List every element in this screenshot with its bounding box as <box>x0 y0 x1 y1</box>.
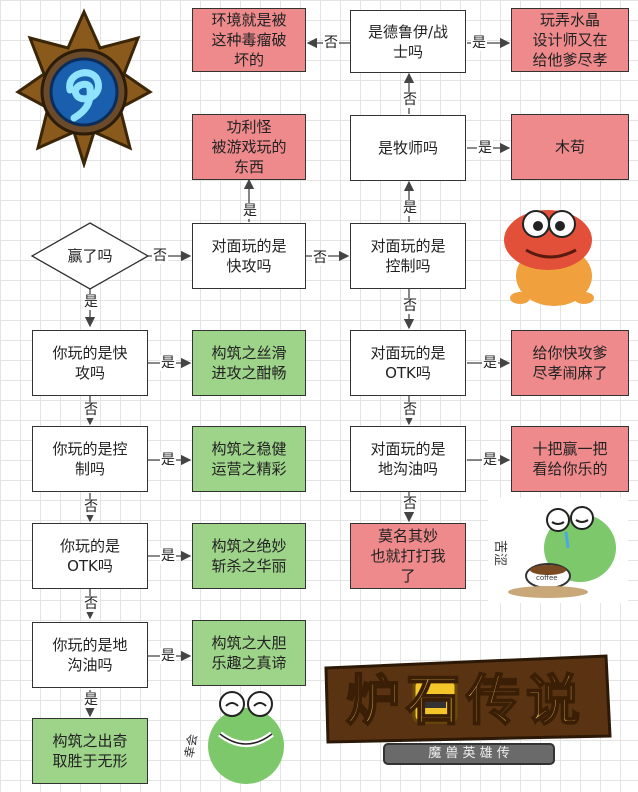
edge-label-no: 否 <box>83 499 99 515</box>
edge-label-no: 否 <box>323 35 339 51</box>
edge-label-no: 否 <box>83 402 99 418</box>
edge-label-yes: 是 <box>160 548 176 564</box>
node-you-oil: 你玩的是地 沟油吗 <box>32 622 148 688</box>
node-you-aggro: 你玩的是快 攻吗 <box>32 330 148 396</box>
edge-label-no: 否 <box>402 496 418 512</box>
edge-label-yes: 是 <box>471 35 487 51</box>
node-you-control: 你玩的是控 制吗 <box>32 426 148 492</box>
node-opp-aggro: 对面玩的是 快攻吗 <box>192 223 306 289</box>
node-baffled: 莫名其妙 也就打打我 了 <box>350 523 466 589</box>
edge-label-no: 否 <box>312 250 328 266</box>
edge-label-yes: 是 <box>482 452 498 468</box>
edge-label-yes: 是 <box>83 692 99 708</box>
edge-label-no: 否 <box>402 92 418 108</box>
edge-label-no: 否 <box>152 248 168 264</box>
node-priest: 是牧师吗 <box>350 115 466 181</box>
node-env: 环境就是被 这种毒瘤破 坏的 <box>192 8 306 72</box>
node-build-aggro: 构筑之丝滑 进攻之酣畅 <box>192 330 306 396</box>
logo-subtitle: 魔 兽 英 雄 传 <box>428 746 510 761</box>
xinhui-text: 幸会 <box>182 733 200 759</box>
node-opp-otk: 对面玩的是 OTK吗 <box>350 330 466 396</box>
hearthstone-logo: 炉石传说 魔 兽 英 雄 传 <box>318 650 614 772</box>
edge-label-yes: 是 <box>160 355 176 371</box>
edge-label-yes: 是 <box>402 200 418 216</box>
node-you-otk: 你玩的是 OTK吗 <box>32 523 148 589</box>
edge-label-no: 否 <box>402 402 418 418</box>
edge-label-yes: 是 <box>482 355 498 371</box>
node-win: 赢了吗 <box>67 247 113 265</box>
node-opp-control: 对面玩的是 控制吗 <box>350 223 466 289</box>
logo-title: 炉石传说 <box>345 667 586 733</box>
green-crocodile-greeting-sticker-icon: 幸会 <box>182 691 284 784</box>
edge-label-yes: 是 <box>477 140 493 156</box>
node-build-otk: 构筑之绝妙 斩杀之华丽 <box>192 523 306 589</box>
coffee-cup-text: coffee <box>536 574 558 582</box>
edge-label-yes: 是 <box>160 452 176 468</box>
node-ten: 十把赢一把 看给你乐的 <box>511 426 629 492</box>
hearthstone-emblem-icon <box>15 8 153 168</box>
edge-label-yes: 是 <box>242 203 258 219</box>
node-opp-oil: 对面玩的是 地沟油吗 <box>350 426 466 492</box>
node-kong: 功利怪 被游戏玩的 东西 <box>192 114 306 180</box>
decision-diamond <box>30 222 150 290</box>
node-build-oil: 构筑之大胆 乐趣之真谛 <box>192 620 306 686</box>
red-crocodile-sticker-icon <box>504 210 594 306</box>
node-mugou: 木苟 <box>511 114 629 180</box>
node-druid: 是德鲁伊/战 士吗 <box>350 10 466 73</box>
edge-label-no: 否 <box>83 596 99 612</box>
edge-label-yes: 是 <box>160 648 176 664</box>
node-build-surprise: 构筑之出奇 取胜于无形 <box>32 718 148 784</box>
edge-label-yes: 是 <box>83 294 99 310</box>
green-crocodile-coffee-sticker-icon: coffee 苦涩 <box>488 498 628 603</box>
node-give-aggro: 给你快攻爹 尽孝闹麻了 <box>511 330 629 396</box>
edge-label-no: 否 <box>402 298 418 314</box>
node-designer: 玩弄水晶 设计师又在 给他爹尽孝 <box>511 8 629 72</box>
node-build-control: 构筑之稳健 运营之精彩 <box>192 426 306 492</box>
bitter-text: 苦涩 <box>492 540 508 566</box>
